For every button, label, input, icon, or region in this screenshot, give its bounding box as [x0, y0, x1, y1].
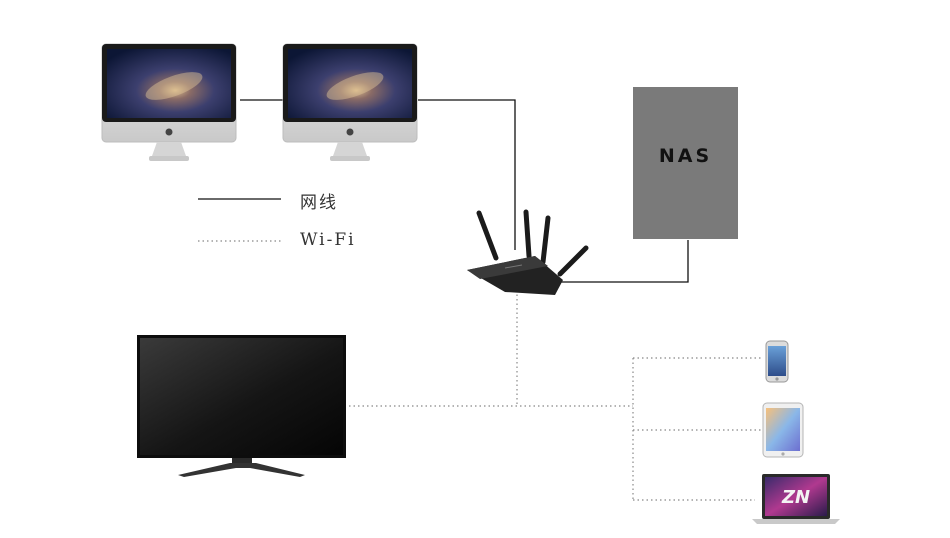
router-icon	[467, 209, 589, 295]
macbook-screen-text: ZN	[781, 487, 810, 508]
tv-icon	[137, 335, 346, 477]
wire-router-to-nas	[555, 240, 689, 283]
ipad-icon	[762, 402, 804, 458]
nas-label: NAS	[658, 145, 713, 167]
imac-right-icon	[282, 43, 418, 161]
wired-links	[240, 99, 689, 283]
nas-box: NAS	[633, 87, 738, 239]
macbook-icon: ZN	[752, 474, 840, 524]
wifi-links	[268, 290, 762, 501]
imac-left-icon	[101, 43, 237, 161]
iphone-icon	[765, 340, 789, 383]
legend-wired-label: 网线	[300, 193, 338, 213]
wire-imac-to-router	[418, 99, 516, 250]
legend-wifi-label: Wi-Fi	[300, 230, 356, 250]
